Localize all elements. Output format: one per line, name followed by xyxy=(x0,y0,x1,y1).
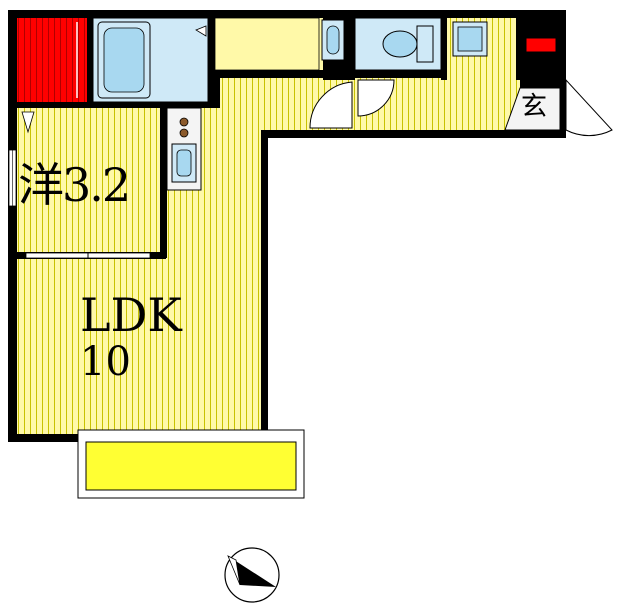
closet xyxy=(17,18,87,102)
meter-box xyxy=(525,37,557,53)
ldk-floor xyxy=(17,258,261,434)
closet-door-marker xyxy=(21,111,35,134)
toilet-door xyxy=(357,79,395,117)
front-door xyxy=(565,78,613,137)
ldk-label: LDK xyxy=(80,288,182,342)
western-room-floor xyxy=(17,108,160,252)
kitchen-counter xyxy=(166,107,202,191)
hall-door xyxy=(309,81,353,129)
entrance-tile xyxy=(504,87,561,131)
sliding-door xyxy=(25,252,151,259)
stove-burner xyxy=(179,128,189,138)
entrance-label: 玄 xyxy=(521,92,548,122)
north-arrow-icon xyxy=(224,547,280,603)
ldk-size-label: 10 xyxy=(80,339,131,385)
bathroom xyxy=(92,17,209,103)
western-room-label: 洋3.2 xyxy=(18,158,131,212)
toilet-room xyxy=(354,17,442,71)
toilet xyxy=(382,30,418,58)
washing-area xyxy=(214,17,345,75)
stove-burner xyxy=(179,117,189,127)
